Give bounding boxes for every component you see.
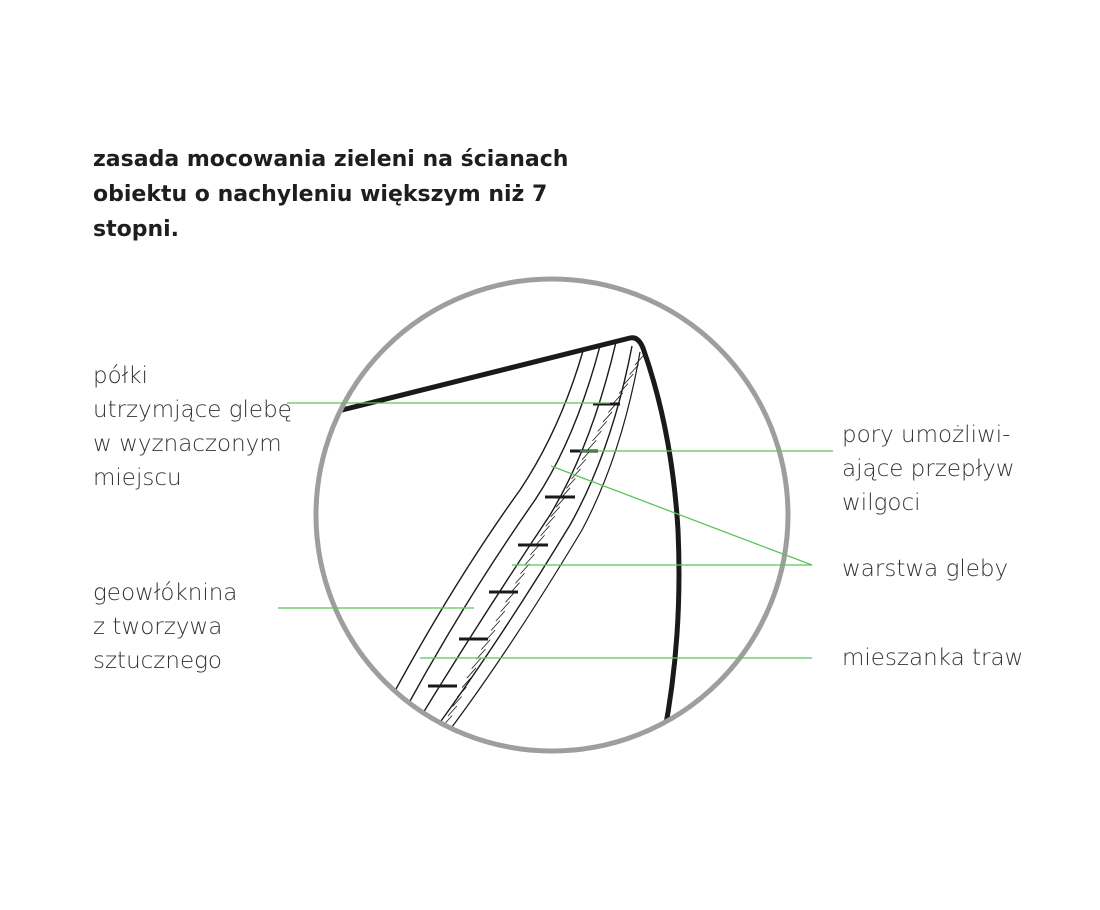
label-geotextile-line-2: z tworzywa xyxy=(93,614,223,640)
label-pores: pory umożliwi- ające przepływ wilgoci xyxy=(842,418,1015,520)
label-shelves-line-2: utrzymjące glebę xyxy=(93,397,292,423)
hatch-mark xyxy=(555,497,566,508)
soil-layer-line xyxy=(419,341,617,719)
hatch-mark xyxy=(471,658,481,669)
roof-edge xyxy=(329,335,682,741)
leader-soil-a xyxy=(550,465,813,566)
label-pores-line-1: pory umożliwi- xyxy=(842,422,1011,448)
label-geotextile: geowłóknina z tworzywa sztucznego xyxy=(93,576,237,678)
title-line-2: obiektu o nachyleniu większym niż 7 xyxy=(93,182,548,207)
hatch-mark xyxy=(540,525,550,537)
hatch-mark xyxy=(629,364,639,375)
hatch-mark xyxy=(586,440,597,451)
hatch-mark xyxy=(480,639,491,650)
hatch-mark xyxy=(624,373,634,385)
hatch-mark xyxy=(597,421,608,432)
label-shelves-line-1: półki xyxy=(93,363,148,389)
hatch-mark xyxy=(550,506,561,518)
hatch-mark xyxy=(571,468,581,480)
hatch-mark xyxy=(545,516,555,527)
title-line-3: stopni. xyxy=(93,217,180,242)
label-shelves: półki utrzymjące glebę w wyznaczonym mie… xyxy=(93,359,292,495)
grass-layer-line-2 xyxy=(445,351,641,736)
shelves-group xyxy=(428,402,620,688)
hatch-mark xyxy=(613,392,623,404)
hatch-mark xyxy=(466,667,477,679)
hatch-mark xyxy=(447,705,458,717)
label-pores-line-3: wilgoci xyxy=(842,490,921,516)
hatch-mark xyxy=(461,677,472,688)
label-shelves-line-3: w wyznaczonym xyxy=(93,431,282,457)
detail-circle xyxy=(313,276,791,754)
label-shelves-line-4: miejscu xyxy=(93,465,182,491)
diagram-title: zasada mocowania zieleni na ścianach obi… xyxy=(93,142,569,247)
title-line-1: zasada mocowania zieleni na ścianach xyxy=(93,147,569,172)
hatch-mark xyxy=(525,553,535,565)
label-soil-layer-line-1: warstwa gleby xyxy=(842,556,1009,582)
hatch-mark xyxy=(505,591,515,603)
hatch-mark xyxy=(515,572,525,584)
label-grass-mix-line-1: mieszanka traw xyxy=(842,645,1024,671)
label-geotextile-line-3: sztucznego xyxy=(93,648,222,674)
hatch-mark xyxy=(566,478,576,489)
hatch-mark xyxy=(634,354,645,366)
label-soil-layer: warstwa gleby xyxy=(842,552,1008,586)
hatch-mark xyxy=(592,430,602,442)
geotextile-line-inner xyxy=(404,345,601,711)
hatch-mark xyxy=(576,459,587,470)
hatch-mark xyxy=(490,620,501,631)
leader-lines xyxy=(278,402,833,659)
grass-layer-line xyxy=(435,345,633,729)
label-grass-mix: mieszanka traw xyxy=(842,641,1023,675)
hatch-mark xyxy=(500,601,510,612)
label-geotextile-line-1: geowłóknina xyxy=(93,580,238,606)
hatch-mark xyxy=(495,610,506,622)
hatch-mark xyxy=(602,411,613,423)
label-pores-line-2: ające przepływ xyxy=(842,456,1015,482)
hatch-mark xyxy=(452,696,462,707)
hatch-mark xyxy=(618,383,629,394)
hatch-mark xyxy=(457,686,467,698)
